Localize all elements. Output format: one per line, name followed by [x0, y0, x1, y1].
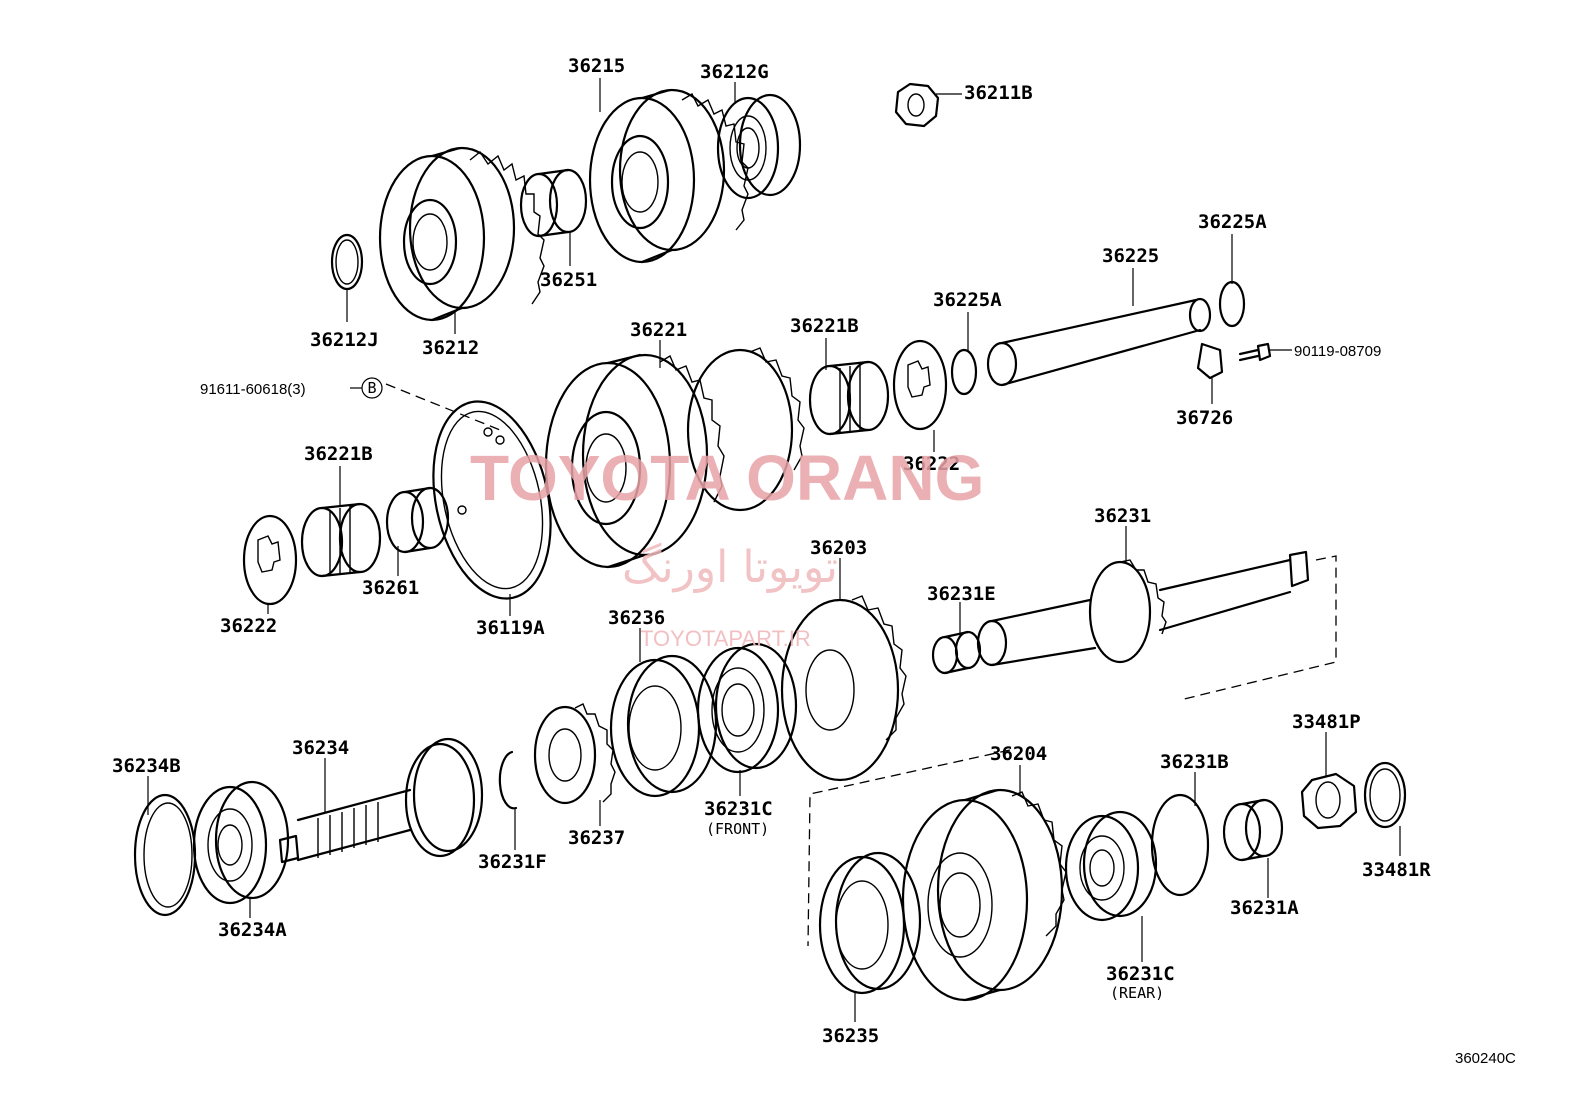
part-36236-sleeve — [609, 654, 718, 798]
part-36203-gear — [780, 595, 907, 782]
label-36234: 36234 — [292, 737, 349, 759]
label-36726: 36726 — [1176, 407, 1233, 429]
part-36212-gear — [378, 146, 545, 322]
part-33481p-nut — [1300, 772, 1358, 830]
part-36234a-bearing — [192, 780, 290, 905]
gear-assembly-bracket — [807, 749, 1011, 947]
label-36225: 36225 — [1102, 245, 1159, 267]
label-36235: 36235 — [822, 1025, 879, 1047]
label-36231a: 36231A — [1230, 897, 1299, 919]
svg-text:B: B — [367, 379, 376, 397]
part-36231c-bearing-rear — [1064, 810, 1158, 922]
shaft-assembly-bracket — [1179, 555, 1337, 701]
label-front: (FRONT) — [706, 820, 769, 838]
part-36231f-snap-ring — [498, 750, 518, 810]
part-36261-spacer — [385, 486, 450, 554]
label-36231c-front: 36231C — [704, 798, 773, 820]
part-36222-washer-lower — [242, 514, 298, 606]
part-36221-gear — [544, 347, 805, 569]
label-36231c-rear: 36231C — [1106, 963, 1175, 985]
part-36231e-bearing — [931, 630, 982, 675]
label-36221b-lower: 36221B — [304, 443, 373, 465]
label-36212j: 36212J — [310, 329, 379, 351]
part-36234-shaft — [278, 737, 484, 864]
label-90119-08709: 90119-08709 — [1294, 343, 1381, 360]
part-36215-gear — [588, 88, 749, 264]
label-36231b: 36231B — [1160, 751, 1229, 773]
part-33481r-washer — [1363, 761, 1407, 829]
label-36221: 36221 — [630, 319, 687, 341]
part-labels: 36215 36212G 36211B 36212J 36212 36251 3… — [112, 55, 1516, 1067]
part-36237-gear — [533, 703, 616, 805]
part-90119-08709-bolt — [1238, 342, 1272, 362]
bolt-marker: B — [361, 377, 383, 399]
label-36231: 36231 — [1094, 505, 1151, 527]
part-36221b-bearing-upper — [808, 360, 890, 436]
part-36231c-bearing-front — [696, 642, 798, 774]
part-36231b-ring — [1150, 793, 1210, 897]
part-36726-lock-plate — [1196, 342, 1224, 380]
label-36221b-upper: 36221B — [790, 315, 859, 337]
label-33481r: 33481R — [1362, 859, 1431, 881]
label-36211b: 36211B — [964, 82, 1033, 104]
part-36225a-ring-left — [950, 348, 978, 396]
watermark: TOYOTA ORANG تویوتا اورنگ TOYOTAPART.IR — [470, 442, 984, 651]
label-36237: 36237 — [568, 827, 625, 849]
label-36119a: 36119A — [476, 617, 545, 639]
watermark-site: TOYOTAPART.IR — [640, 626, 811, 651]
part-36225a-ring-right — [1218, 280, 1246, 328]
watermark-brand: TOYOTA ORANG — [470, 442, 984, 514]
label-36225a-left: 36225A — [933, 289, 1002, 311]
part-36211b-nut — [894, 82, 940, 128]
label-36203: 36203 — [810, 537, 867, 559]
label-91611-60618: 91611-60618(3) — [200, 381, 306, 398]
label-36222-lower: 36222 — [220, 615, 277, 637]
part-36251-bushing — [519, 168, 588, 238]
label-36212: 36212 — [422, 337, 479, 359]
leader-lines — [147, 78, 1401, 1022]
label-36204: 36204 — [990, 743, 1047, 765]
label-36234a: 36234A — [218, 919, 287, 941]
label-rear: (REAR) — [1110, 984, 1164, 1002]
part-36221b-bearing-lower — [300, 502, 382, 578]
label-36236: 36236 — [608, 607, 665, 629]
part-36231a-collar — [1222, 798, 1284, 862]
label-36222-upper: 36222 — [903, 453, 960, 475]
label-36251: 36251 — [540, 269, 597, 291]
part-36225-shaft — [986, 297, 1212, 387]
label-36225a-right: 36225A — [1198, 211, 1267, 233]
part-36222-washer-upper — [892, 339, 948, 431]
watermark-brand-fa: تویوتا اورنگ — [622, 542, 838, 593]
label-36231e: 36231E — [927, 583, 996, 605]
label-36231f: 36231F — [478, 851, 547, 873]
part-36204-gear — [901, 788, 1067, 1002]
part-36234b-snap-ring — [133, 793, 197, 917]
label-36261: 36261 — [362, 577, 419, 599]
part-36212j-snap-ring — [330, 233, 364, 291]
label-36234b: 36234B — [112, 755, 181, 777]
part-36212g-bearing — [716, 93, 802, 200]
diagram-code: 360240C — [1455, 1050, 1516, 1067]
label-36212g: 36212G — [700, 61, 769, 83]
part-36231-shaft — [976, 550, 1310, 667]
label-36215: 36215 — [568, 55, 625, 77]
label-33481p: 33481P — [1292, 711, 1361, 733]
